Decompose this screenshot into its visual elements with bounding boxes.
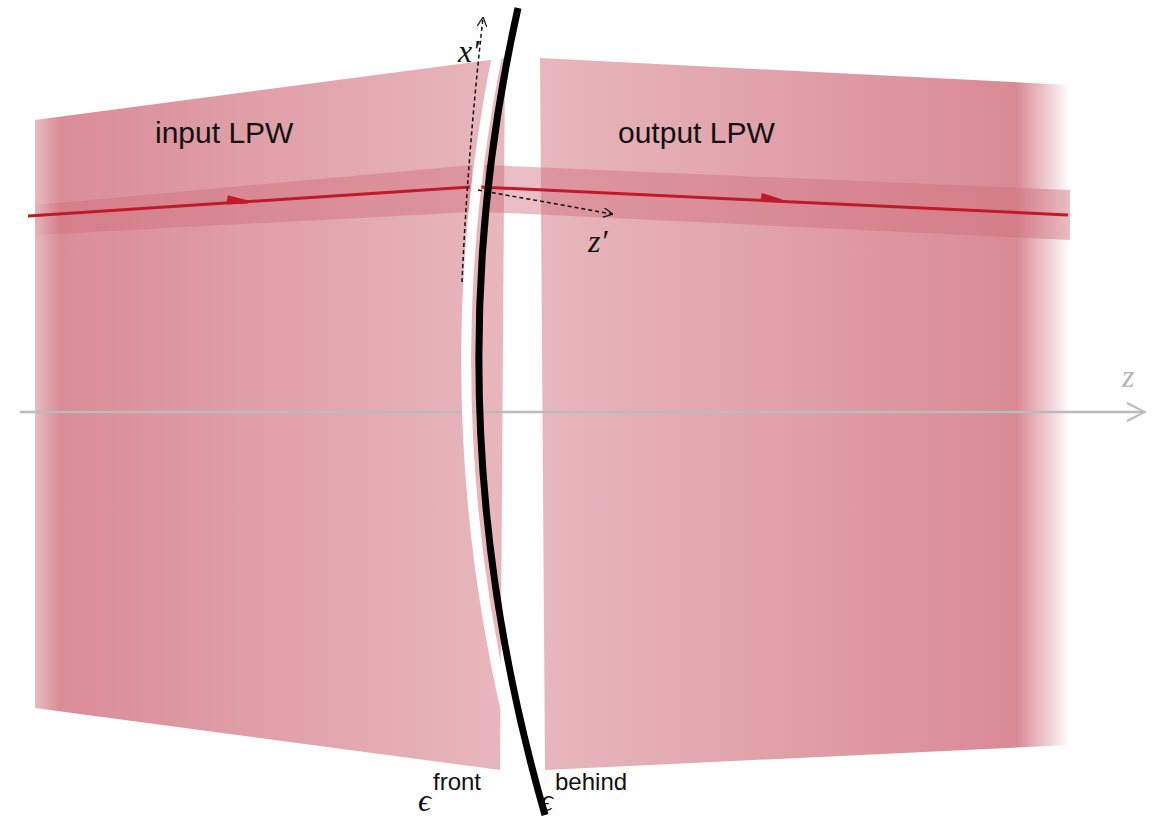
axis-label: z′ [588,225,607,257]
permittivity-symbol: ϵ [540,784,553,816]
permittivity-superscript: behind [555,770,627,794]
beam-label: output LPW [618,118,775,148]
permittivity-symbol: ϵ [418,784,431,816]
permittivity-superscript: front [433,770,481,794]
axis-label: z [1122,360,1134,392]
axis-label: x′ [458,35,479,67]
beam-label: input LPW [155,118,293,148]
